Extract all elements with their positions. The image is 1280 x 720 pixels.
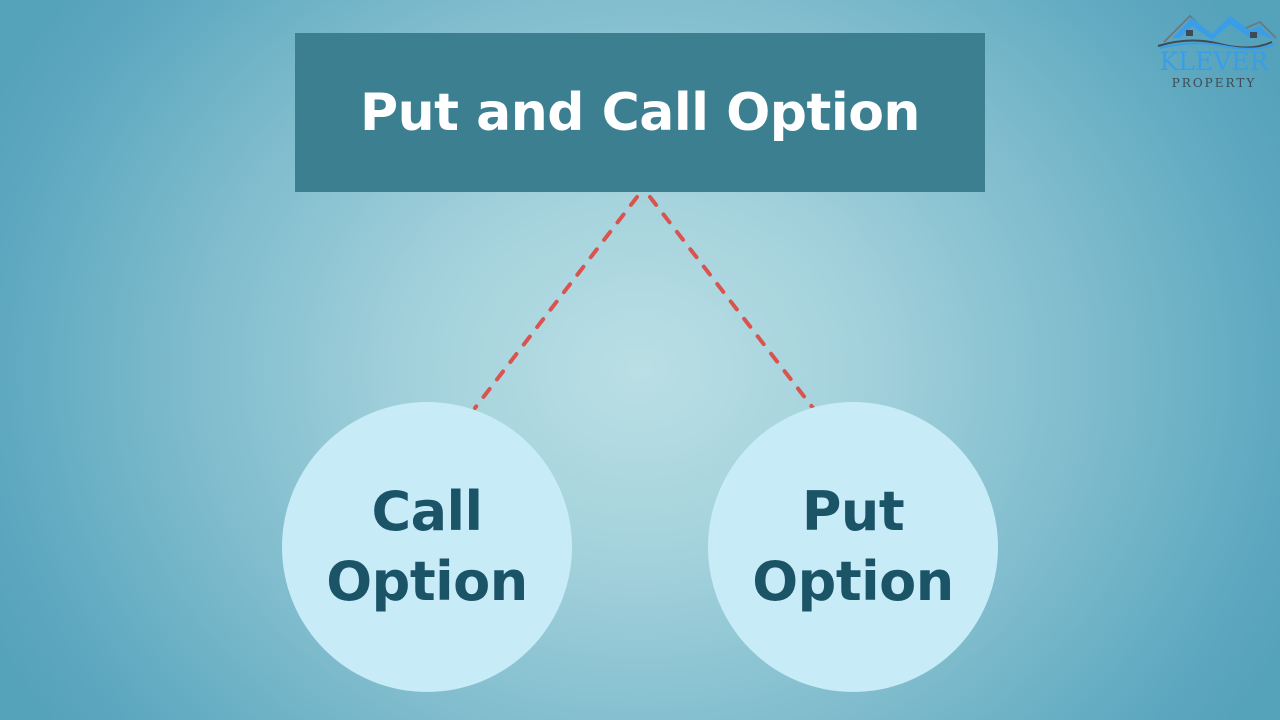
diagram-title: Put and Call Option	[360, 82, 920, 143]
node-label-line2: Option	[752, 550, 954, 613]
put-option-node: Put Option	[708, 402, 998, 692]
logo-wordmark: KLEVER	[1159, 47, 1269, 76]
logo-tagline: PROPERTY	[1171, 76, 1257, 90]
call-option-node: Call Option	[282, 402, 572, 692]
connector-right	[648, 195, 815, 410]
node-label-line1: Put	[801, 480, 905, 543]
house-roof-icon	[1157, 14, 1277, 50]
title-box: Put and Call Option	[295, 33, 985, 192]
node-label-line1: Call	[371, 480, 483, 543]
connector-left	[473, 195, 639, 410]
node-label-line2: Option	[326, 550, 528, 613]
brand-logo: KLEVER PROPERTY	[1150, 8, 1278, 92]
